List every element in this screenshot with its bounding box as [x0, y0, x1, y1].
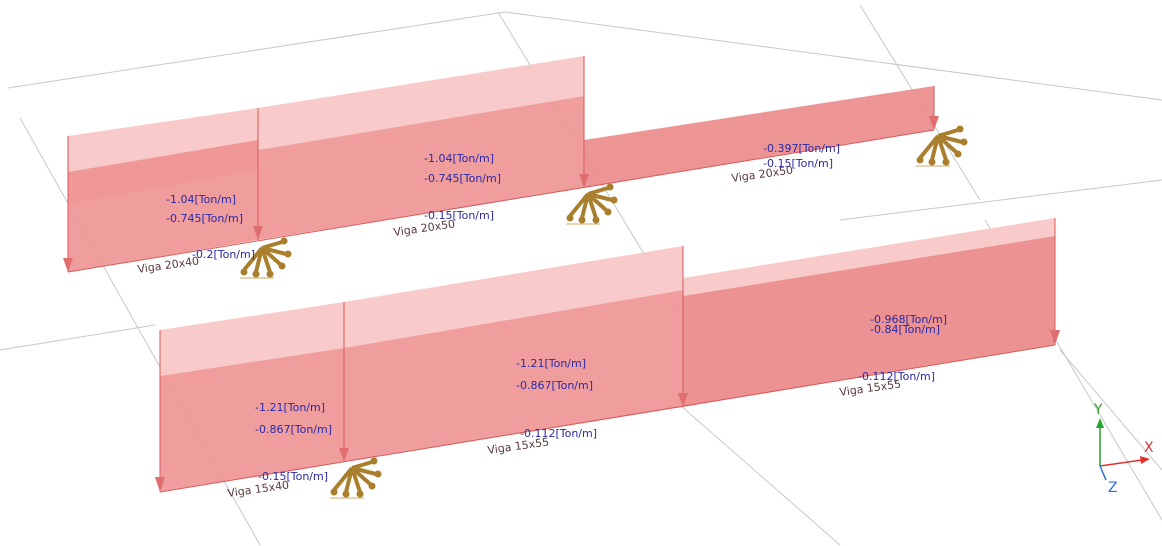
load-value-label: -0.15[Ton/m]	[424, 209, 494, 222]
load-arrow-icon	[678, 393, 688, 407]
grid-line	[1059, 349, 1162, 471]
axis-y-label: Y	[1093, 402, 1103, 418]
bottom-beam-loads	[155, 218, 1060, 493]
load-trapezoid[interactable]	[584, 86, 934, 188]
load-arrow-icon	[253, 226, 263, 240]
load-trapezoid[interactable]	[344, 246, 683, 348]
grid-line	[504, 11, 1162, 101]
load-arrow-icon	[63, 258, 73, 272]
load-trapezoid[interactable]	[258, 56, 584, 150]
load-trapezoid[interactable]	[683, 236, 1055, 407]
load-value-label: -0.112[Ton/m]	[520, 427, 597, 440]
load-value-label: -0.2[Ton/m]	[192, 248, 255, 261]
load-arrow-icon	[579, 174, 589, 188]
load-value-label: -0.84[Ton/m]	[870, 323, 940, 336]
load-arrow-icon	[339, 448, 349, 462]
load-arrow-icon	[929, 116, 939, 130]
load-value-label: -0.745[Ton/m]	[424, 172, 501, 185]
load-trapezoid[interactable]	[344, 290, 683, 462]
load-value-label: -0.745[Ton/m]	[166, 212, 243, 225]
grid-line	[0, 324, 156, 351]
axis-z-label: Z	[1108, 480, 1118, 496]
support-icon[interactable]	[328, 455, 384, 500]
beam-label[interactable]: Viga 20x50	[731, 163, 794, 185]
load-trapezoid[interactable]	[160, 348, 344, 492]
axis-x-label: X	[1144, 440, 1154, 456]
load-value-label: -1.04[Ton/m]	[424, 152, 494, 165]
load-value-label: -0.112[Ton/m]	[858, 370, 935, 383]
axis-x-line	[1099, 459, 1143, 467]
top-beam-loads	[63, 56, 939, 273]
load-value-label: -1.04[Ton/m]	[166, 193, 236, 206]
axis-triad: Y X Z	[1093, 402, 1154, 496]
grid-line	[7, 11, 506, 89]
beam-label[interactable]: Viga 20x50	[393, 217, 456, 239]
grid-line	[839, 179, 1162, 221]
load-value-label: -0.867[Ton/m]	[516, 379, 593, 392]
load-value-label: -0.397[Ton/m]	[763, 142, 840, 155]
load-trapezoid[interactable]	[683, 218, 1055, 296]
load-value-label: -0.968[Ton/m]	[870, 313, 947, 326]
grid-line	[679, 404, 841, 546]
beam-label[interactable]: Viga 15x55	[839, 377, 902, 399]
axis-y-arrow-icon	[1096, 418, 1104, 428]
load-arrow-icon	[155, 477, 165, 492]
load-edge	[159, 344, 1056, 493]
load-value-label: -0.867[Ton/m]	[255, 423, 332, 436]
load-value-label: -1.21[Ton/m]	[516, 357, 586, 370]
axis-z-line	[1099, 465, 1107, 481]
load-value-label: -0.15[Ton/m]	[258, 470, 328, 483]
beam-label[interactable]: Viga 15x40	[227, 478, 290, 500]
load-trapezoid[interactable]	[68, 140, 258, 272]
load-value-label: -1.21[Ton/m]	[255, 401, 325, 414]
beam-label[interactable]: Viga 15x55	[487, 435, 550, 457]
load-edge	[67, 129, 935, 273]
load-trapezoid[interactable]	[258, 96, 584, 240]
load-value-label: -0.15[Ton/m]	[763, 157, 833, 170]
load-arrow-icon	[1050, 330, 1060, 345]
load-trapezoid[interactable]	[160, 302, 344, 376]
axis-x-arrow-icon	[1140, 456, 1150, 464]
